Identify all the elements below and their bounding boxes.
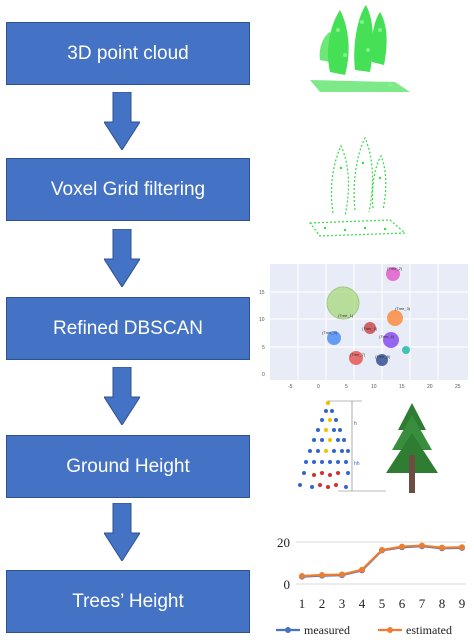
x-tick-label: 15 [399,384,405,390]
data-point [299,573,305,580]
down-arrow-icon [104,503,140,561]
voxel-filtered-image [308,136,407,237]
data-point [439,544,445,551]
y-tick-label: 0 [284,577,291,592]
y-tick-label: 15 [259,290,265,296]
step-label: Voxel Grid filtering [50,178,206,200]
cluster-extra [402,346,410,354]
x-tick-label: 0 [317,384,320,390]
cluster-label: (Tree_8) [375,354,391,359]
pine-tree-image [386,403,438,493]
x-tick-label: -5 [288,384,293,390]
x-tick-label: 1 [299,596,306,611]
cluster-tree-5 [364,322,376,334]
x-tick-label: 7 [419,596,426,611]
x-tick-label: 8 [439,596,446,611]
data-point [419,542,425,549]
y-tick-label: 0 [262,372,265,378]
cluster-tree-1 [326,286,360,320]
legend-marker [387,627,393,633]
step-point-cloud: 3D point cloud [6,22,250,85]
legend-marker [285,627,291,633]
y-tick-label: 10 [259,317,265,323]
cluster-label: (Tree_4) [322,330,338,335]
cluster-tree-4 [327,331,341,345]
x-tick-label: 4 [359,596,366,611]
cluster-tree-6 [383,332,399,348]
dbscan-cluster-plot: -5 0 5 10 15 20 25 15 10 5 0 (Tree_1) (T… [258,258,472,392]
height-label: h [354,421,357,427]
cluster-label: (Tree_5) [362,326,378,331]
x-tick-label: 25 [455,384,461,390]
cluster-tree-8 [376,354,388,366]
data-point [379,546,385,553]
step-label: 3D point cloud [67,42,189,64]
point-cone [298,400,350,489]
step-label: Ground Height [66,455,190,477]
point-cloud-image [310,5,410,92]
x-tick-label: 9 [459,596,466,611]
x-tick-label: 5 [345,384,348,390]
down-arrow-icon [104,367,140,425]
x-tick-label: 6 [399,596,406,611]
down-arrow-icon [104,92,140,150]
x-tick-label: 10 [371,384,377,390]
cluster-tree-7 [349,351,363,365]
cluster-label: (Tree_3) [395,306,411,311]
x-tick-label: 2 [319,596,326,611]
data-point [399,543,405,550]
data-point [319,571,325,578]
cluster-label: (Tree_7) [350,352,366,357]
data-point [459,544,465,551]
data-point [359,566,365,573]
cluster-tree-3 [387,310,403,326]
data-point [339,571,345,578]
step-refined-dbscan: Refined DBSCAN [6,297,250,360]
step-voxel-filtering: Voxel Grid filtering [6,158,250,221]
y-tick-label: 5 [262,345,265,351]
x-tick-label: 20 [427,384,433,390]
step-ground-height: Ground Height [6,435,250,498]
down-arrow-icon [104,229,140,287]
legend-label: measured [304,623,350,637]
cluster-label: (Tree_2) [387,266,403,271]
step-trees-height: Trees’ Height [6,570,250,633]
cluster-label: (Tree_1) [338,313,354,318]
ground-height-image: h hh [298,400,438,493]
step-label: Trees’ Height [72,590,184,612]
cluster-tree-2 [386,267,400,281]
x-tick-label: 5 [379,596,386,611]
legend-label: estimated [406,623,452,637]
y-tick-label: 20 [277,535,290,550]
x-tick-label: 3 [339,596,346,611]
cluster-label: (Tree_6) [379,334,395,339]
height-label: hh [354,461,360,467]
step-label: Refined DBSCAN [53,317,203,339]
